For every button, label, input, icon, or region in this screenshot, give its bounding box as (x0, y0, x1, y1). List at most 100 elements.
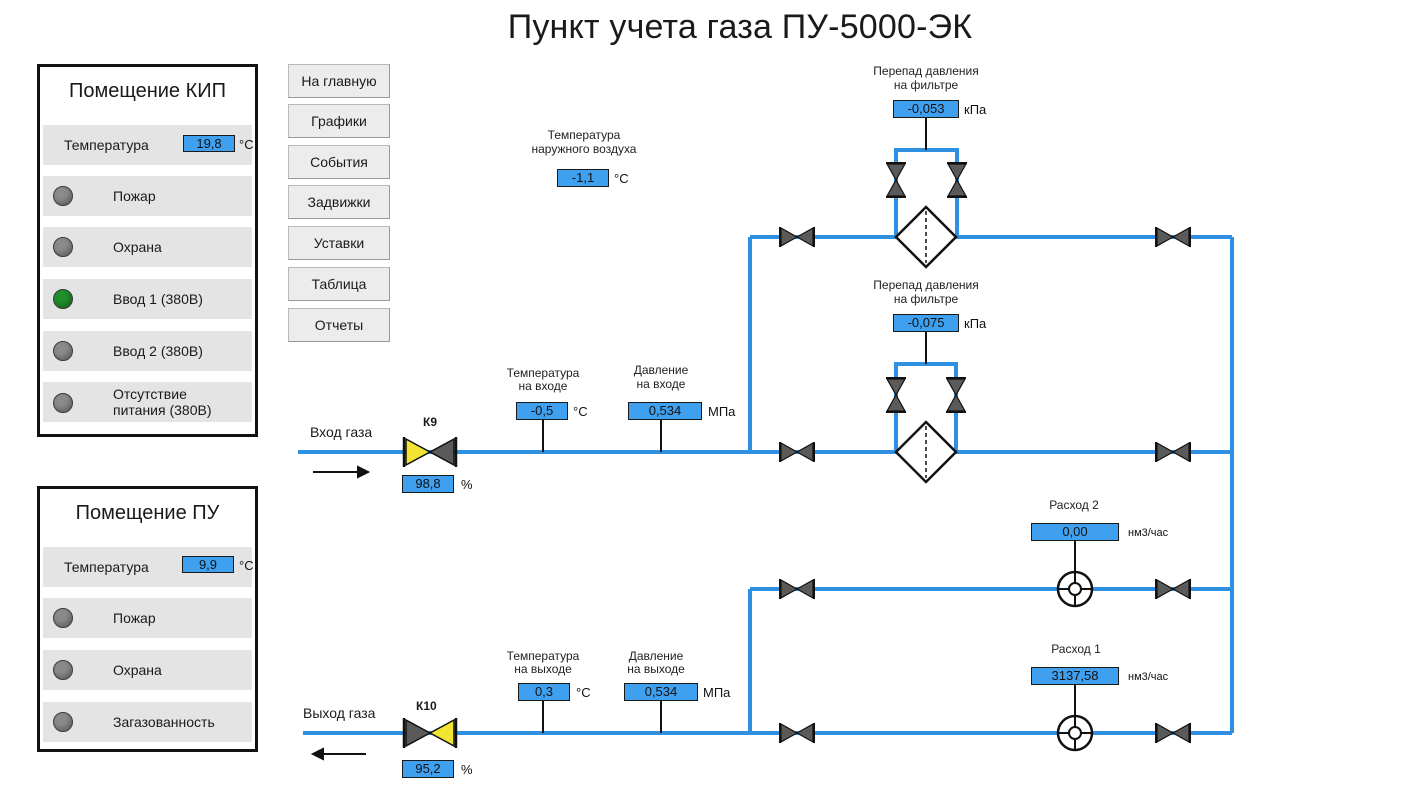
filter1-dp-unit: кПа (964, 102, 987, 117)
kip-fire-row: Пожар (43, 176, 252, 216)
valve-k9-position: 98,8 (402, 475, 454, 493)
pu-security-row: Охрана (43, 650, 252, 690)
pu-temperature-label: Температура (64, 559, 149, 575)
inlet-press-unit: МПа (708, 404, 736, 419)
flow-arrows (310, 465, 371, 761)
kip-no-power-lamp-icon (53, 393, 73, 413)
filter-2-icon[interactable] (894, 420, 958, 484)
impulse-valve-icon[interactable] (885, 162, 907, 198)
flow2-unit: нм3/час (1128, 527, 1169, 539)
nav-table-button[interactable]: Таблица (288, 267, 390, 301)
outlet-temp-label-2: на выходе (514, 662, 572, 676)
nav-home-button[interactable]: На главную (288, 64, 390, 98)
inlet-press-label-1: Давление (633, 363, 689, 377)
sensor-stems (542, 118, 1076, 733)
kip-room-panel: Помещение КИП Температура 19,8 °C Пожар … (37, 64, 258, 437)
kip-security-lamp-icon (53, 237, 73, 257)
kip-fire-lamp-icon (53, 186, 73, 206)
valve-k10-position: 95,2 (402, 760, 454, 778)
outlet-press-label-2: на выходе (627, 662, 685, 676)
kip-temperature-unit: °C (239, 137, 254, 152)
outdoor-temp-label-2: наружного воздуха (531, 142, 637, 156)
nav-reports-button[interactable]: Отчеты (288, 308, 390, 342)
impulse-valve-icon[interactable] (885, 377, 907, 413)
valve-k10-label: К10 (416, 699, 437, 713)
gate-valve-icon[interactable] (1155, 578, 1191, 600)
gate-valve-icon[interactable] (1155, 226, 1191, 248)
nav-events-button[interactable]: События (288, 145, 390, 179)
kip-temperature-value: 19,8 (183, 135, 235, 152)
inlet-press-label-2: на входе (636, 377, 686, 391)
inlet-temp-value: -0,5 (516, 402, 568, 420)
gate-valves[interactable] (779, 226, 1191, 744)
kip-input1-label: Ввод 1 (380В) (113, 291, 203, 307)
outdoor-temp-label-1: Температура (547, 128, 621, 142)
inlet-temp-unit: °C (573, 404, 588, 419)
valve-k10-unit: % (461, 762, 473, 777)
pu-gas-lamp-icon (53, 712, 73, 732)
inlet-temp-label-1: Температура (506, 366, 580, 380)
pu-room-title: Помещение ПУ (75, 502, 220, 524)
flow2-label: Расход 2 (1049, 498, 1099, 512)
gate-valve-icon[interactable] (779, 226, 815, 248)
flow1-unit: нм3/час (1128, 671, 1169, 683)
outdoor-temp-unit: °C (614, 171, 629, 186)
pu-fire-lamp-icon (53, 608, 73, 628)
pu-security-label: Охрана (113, 662, 162, 678)
outlet-press-unit: МПа (703, 685, 731, 700)
filter2-dp-label-2: на фильтре (893, 292, 959, 306)
pu-gas-label: Загазованность (113, 714, 215, 730)
flow-meter-2-icon[interactable] (1056, 570, 1094, 608)
inlet-press-value: 0,534 (628, 402, 702, 420)
nav-valves-button[interactable]: Задвижки (288, 185, 390, 219)
gate-valve-icon[interactable] (1155, 441, 1191, 463)
inlet-label: Вход газа (310, 424, 373, 440)
pu-gas-row: Загазованность (43, 702, 252, 742)
filter1-dp-label-1: Перепад давления (873, 64, 979, 78)
flow1-label: Расход 1 (1051, 642, 1101, 656)
kip-temperature-label: Температура (64, 137, 149, 153)
pu-security-lamp-icon (53, 660, 73, 680)
kip-input2-lamp-icon (53, 341, 73, 361)
nav-setpoints-button[interactable]: Уставки (288, 226, 390, 260)
flow-meter-1-icon[interactable] (1056, 714, 1094, 752)
outdoor-temp-value: -1,1 (557, 169, 609, 187)
outlet-press-label-1: Давление (628, 649, 684, 663)
pu-fire-row: Пожар (43, 598, 252, 638)
filter2-dp-value: -0,075 (893, 314, 959, 332)
filter1-dp-label-2: на фильтре (893, 78, 959, 92)
kip-security-row: Охрана (43, 227, 252, 267)
gate-valve-icon[interactable] (779, 578, 815, 600)
kip-security-label: Охрана (113, 239, 162, 255)
gate-valve-icon[interactable] (1155, 722, 1191, 744)
pu-temperature-value: 9,9 (182, 556, 234, 573)
impulse-valves[interactable] (885, 162, 968, 413)
kip-no-power-label: Отсутствие питания (380В) (113, 386, 212, 418)
inlet-temp-label-2: на входе (518, 379, 568, 393)
valve-k9-icon[interactable] (402, 437, 458, 467)
valve-k10-icon[interactable] (402, 718, 458, 748)
flow1-value: 3137,58 (1031, 667, 1119, 685)
pu-temperature-unit: °C (239, 558, 254, 573)
impulse-valve-icon[interactable] (946, 162, 968, 198)
impulse-valve-icon[interactable] (945, 377, 967, 413)
flow2-value: 0,00 (1031, 523, 1119, 541)
pipelines (298, 148, 1234, 735)
pu-temperature-row: Температура 9,9 °C (43, 547, 254, 587)
page-title: Пункт учета газа ПУ-5000-ЭК (507, 8, 973, 46)
outlet-temp-unit: °C (576, 685, 591, 700)
kip-fire-label: Пожар (113, 188, 156, 204)
kip-room-title: Помещение КИП (68, 80, 227, 102)
outlet-temp-label-1: Температура (506, 649, 580, 663)
kip-input1-lamp-icon (53, 289, 73, 309)
outlet-temp-value: 0,3 (518, 683, 570, 701)
kip-input1-row: Ввод 1 (380В) (43, 279, 252, 319)
kip-input2-label: Ввод 2 (380В) (113, 343, 203, 359)
gate-valve-icon[interactable] (779, 441, 815, 463)
filter-1-icon[interactable] (894, 205, 958, 269)
gate-valve-icon[interactable] (779, 722, 815, 744)
valve-k9-unit: % (461, 477, 473, 492)
nav-charts-button[interactable]: Графики (288, 104, 390, 138)
filter1-dp-value: -0,053 (893, 100, 959, 118)
